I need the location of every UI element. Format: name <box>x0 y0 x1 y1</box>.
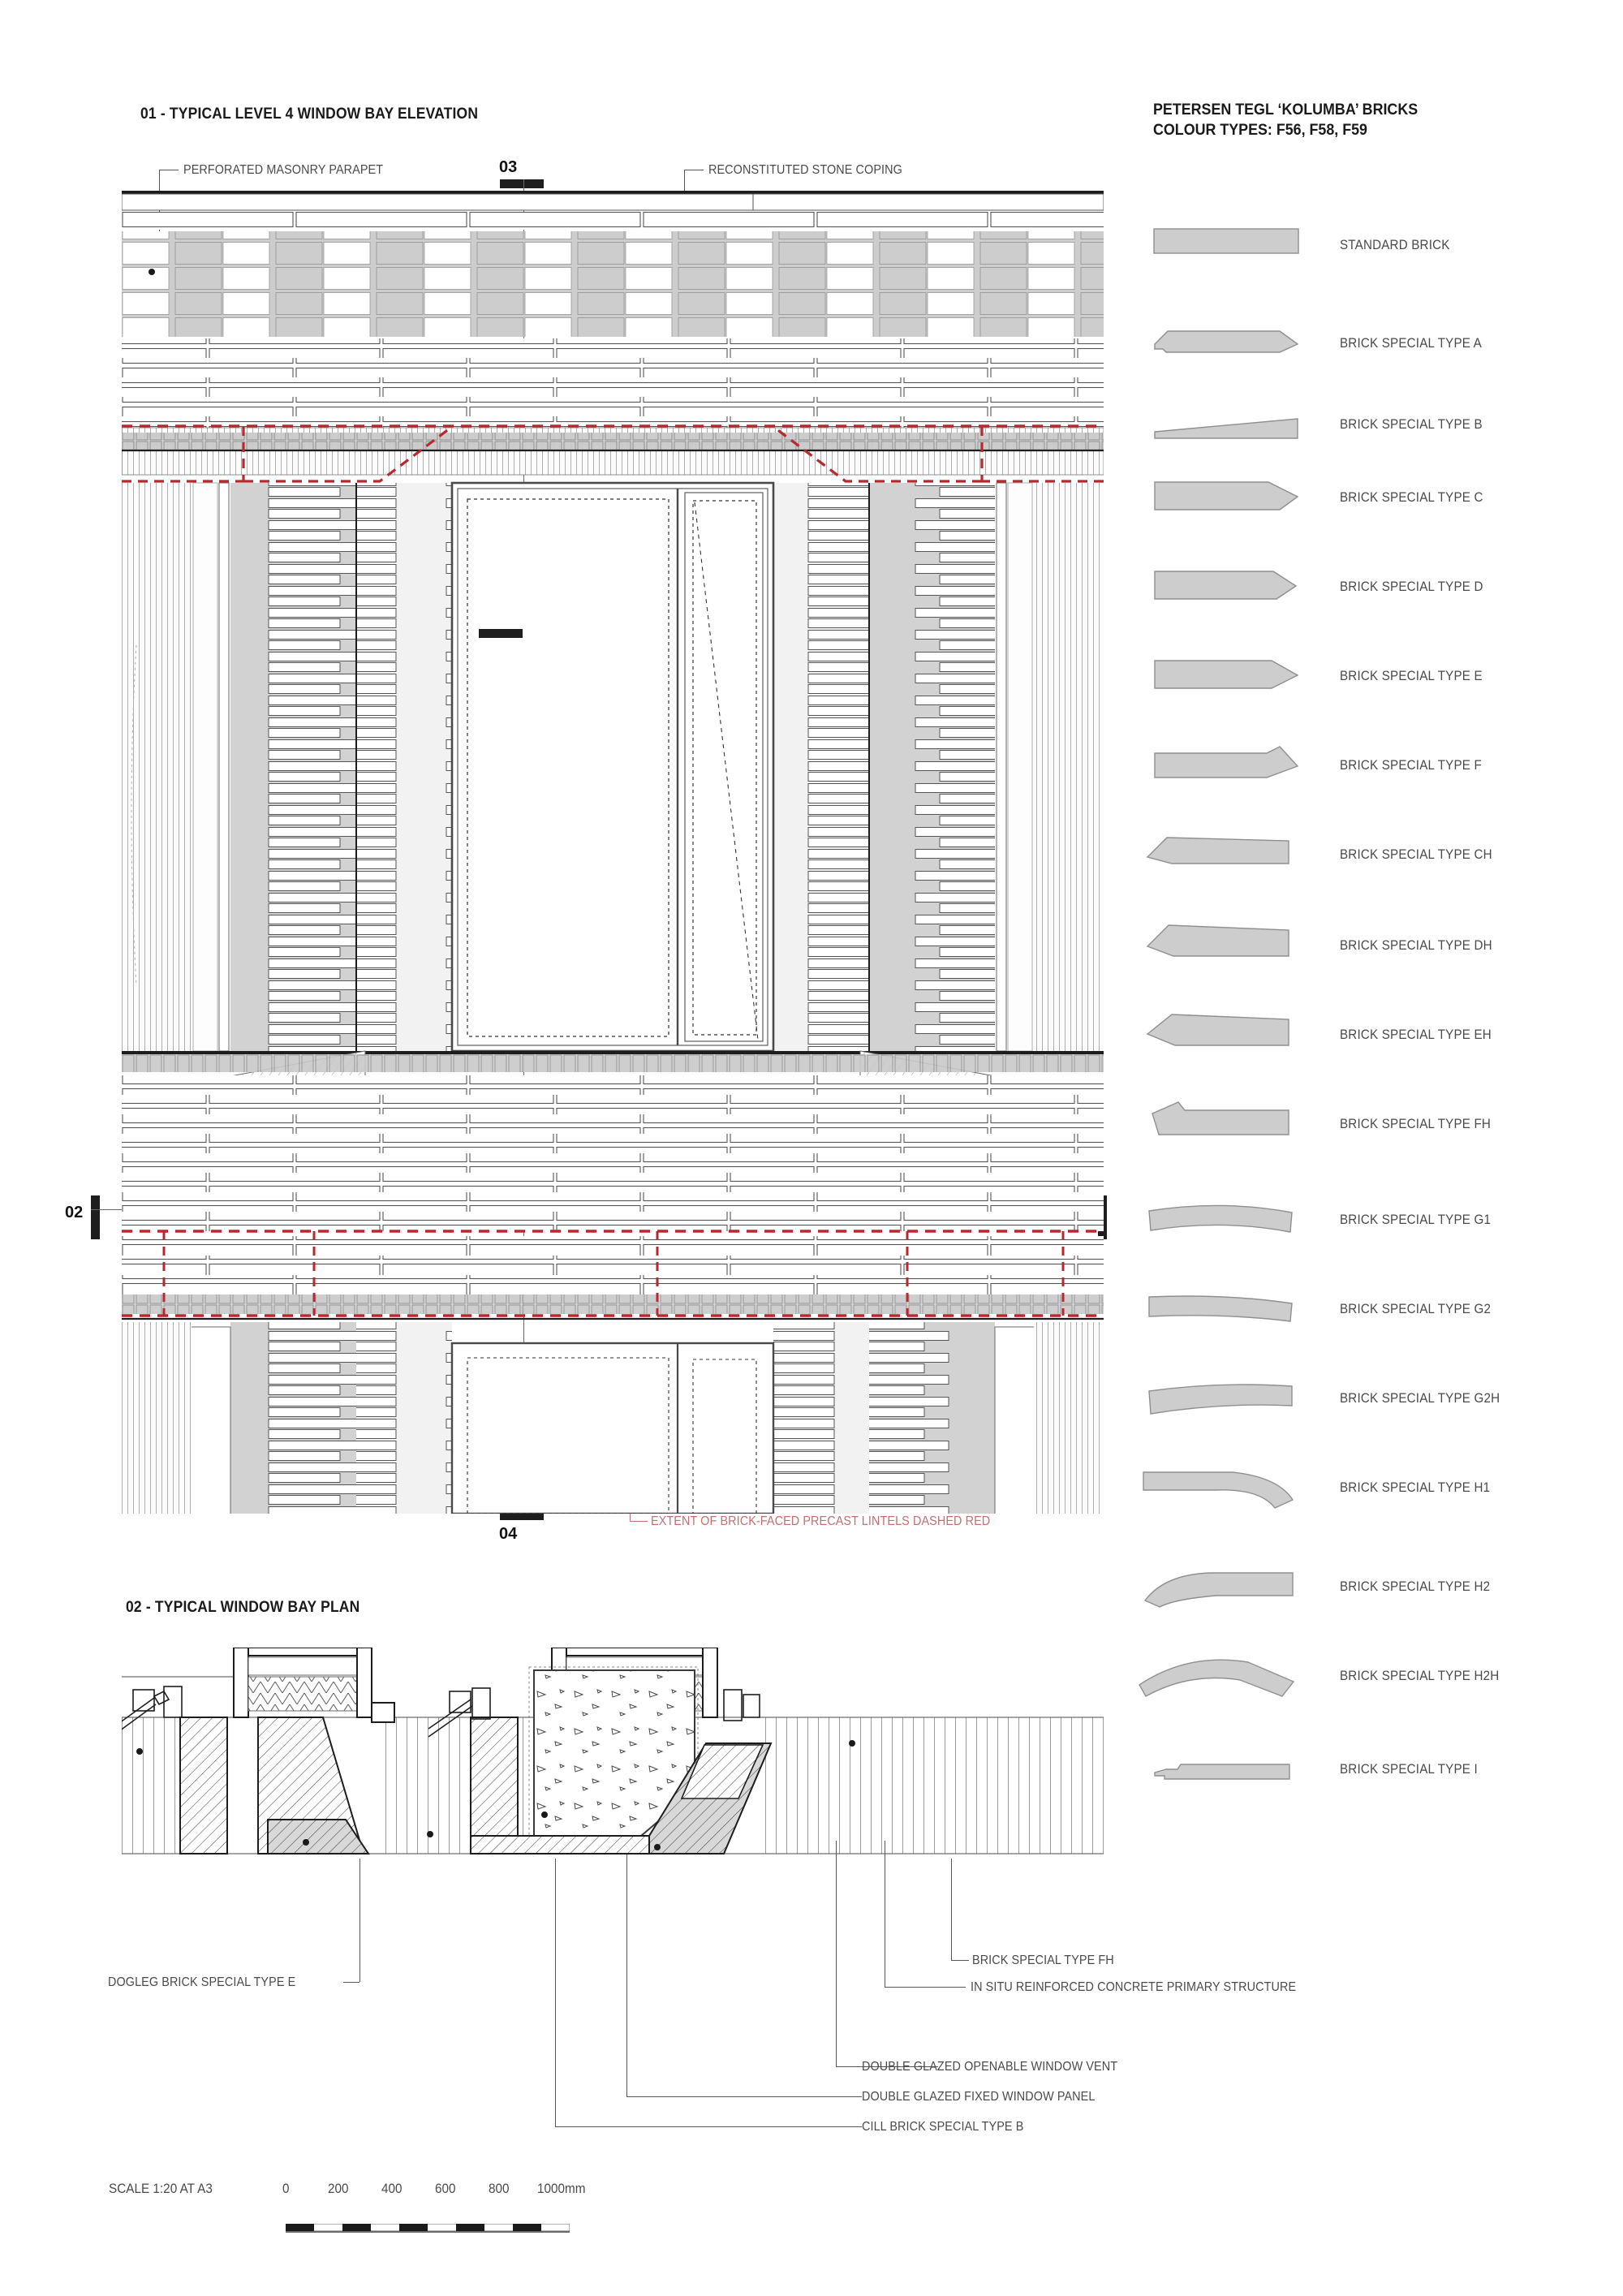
legend-label-dh: BRICK SPECIAL TYPE DH <box>1340 938 1492 953</box>
legend-label-a: BRICK SPECIAL TYPE A <box>1340 336 1482 351</box>
legend-label-eh: BRICK SPECIAL TYPE EH <box>1340 1027 1492 1042</box>
leader-cill-vert <box>555 1859 556 2126</box>
legend-label-h2h: BRICK SPECIAL TYPE H2H <box>1340 1669 1500 1683</box>
legend-swatch-h1 <box>1142 1467 1300 1511</box>
leader-dogleg-horiz <box>343 1982 359 1983</box>
legend-label-fh: BRICK SPECIAL TYPE FH <box>1340 1117 1492 1131</box>
section-flag-04 <box>500 1511 544 1520</box>
leader-vent-vert <box>836 1841 837 2066</box>
legend-swatch-b <box>1153 414 1299 445</box>
legend-label-c: BRICK SPECIAL TYPE C <box>1340 490 1483 505</box>
scale-label: SCALE 1:20 AT A3 <box>109 2181 213 2196</box>
legend-swatch-h2 <box>1142 1566 1300 1610</box>
legend-swatch-c <box>1153 476 1299 511</box>
section-flag-03 <box>500 179 544 188</box>
callout-perforated-masonry-parapet: PERFORATED MASONRY PARAPET <box>183 163 384 177</box>
legend-label-h2: BRICK SPECIAL TYPE H2 <box>1340 1579 1491 1594</box>
callout-reconstituted-stone-coping: RECONSTITUTED STONE COPING <box>708 163 902 177</box>
legend-swatch-f <box>1153 743 1299 779</box>
legend-swatch-a <box>1153 325 1299 355</box>
legend-heading-line2: COLOUR TYPES: F56, F58, F59 <box>1153 122 1367 139</box>
legend-label-b: BRICK SPECIAL TYPE B <box>1340 417 1483 432</box>
callout-dogleg-brick-special-type-e: DOGLEG BRICK SPECIAL TYPE E <box>108 1975 296 1989</box>
leader-coping-vert <box>684 170 685 201</box>
scale-tick-400: 400 <box>381 2181 403 2196</box>
leader-cill-horiz <box>555 2126 862 2127</box>
legend-label-h1: BRICK SPECIAL TYPE H1 <box>1340 1480 1491 1495</box>
scale-tick-200: 200 <box>328 2181 349 2196</box>
legend-label-e: BRICK SPECIAL TYPE E <box>1340 669 1483 683</box>
legend-swatch-ch <box>1146 833 1292 868</box>
leader-concrete-horiz <box>885 1987 966 1988</box>
legend-label-f: BRICK SPECIAL TYPE F <box>1340 758 1482 773</box>
legend-swatch-h2h <box>1138 1654 1300 1699</box>
legend-label-ch: BRICK SPECIAL TYPE CH <box>1340 847 1492 862</box>
plan-title: 02 - TYPICAL WINDOW BAY PLAN <box>126 1599 360 1616</box>
legend-swatch-fh <box>1146 1101 1292 1139</box>
leader-fixed-horiz <box>626 2096 862 2097</box>
legend-swatch-dh <box>1146 922 1292 961</box>
legend-label-g2: BRICK SPECIAL TYPE G2 <box>1340 1302 1492 1316</box>
legend-label-g1: BRICK SPECIAL TYPE G1 <box>1340 1213 1492 1227</box>
leader-fh-vert <box>951 1859 952 1960</box>
callout-brick-special-type-fh: BRICK SPECIAL TYPE FH <box>972 1954 1114 1967</box>
legend-label-i: BRICK SPECIAL TYPE I <box>1340 1762 1478 1777</box>
legend-label-standard: STANDARD BRICK <box>1340 238 1450 252</box>
leader-dogleg-vert <box>359 1859 360 1982</box>
plan-drawing <box>122 1648 1104 1891</box>
legend-swatch-eh <box>1146 1011 1292 1050</box>
callout-double-glazed-fixed-panel: DOUBLE GLAZED FIXED WINDOW PANEL <box>862 2090 1096 2104</box>
elevation-title: 01 - TYPICAL LEVEL 4 WINDOW BAY ELEVATIO… <box>140 106 479 123</box>
scale-bar <box>286 2224 570 2235</box>
scale-tick-600: 600 <box>435 2181 456 2196</box>
section-marker-03: 03 <box>499 158 518 176</box>
legend-swatch-i <box>1153 1761 1299 1786</box>
legend-swatch-e <box>1153 654 1299 690</box>
legend-swatch-d <box>1153 565 1299 601</box>
section-flag-02-left <box>91 1195 100 1239</box>
section-marker-04: 04 <box>499 1525 518 1543</box>
scale-tick-1000: 1000mm <box>537 2181 586 2196</box>
legend-heading-line1: PETERSEN TEGL ‘KOLUMBA’ BRICKS <box>1153 101 1419 118</box>
elevation-drawing <box>122 191 1104 1514</box>
legend-label-g2h: BRICK SPECIAL TYPE G2H <box>1340 1391 1500 1406</box>
section-marker-02-left: 02 <box>65 1204 84 1221</box>
callout-double-glazed-openable-vent: DOUBLE GLAZED OPENABLE WINDOW VENT <box>862 2060 1118 2074</box>
leader-lintels-horiz <box>630 1521 648 1522</box>
scale-tick-800: 800 <box>489 2181 510 2196</box>
leader-fh-horiz <box>951 1960 969 1961</box>
legend-swatch-g2 <box>1146 1290 1300 1331</box>
legend-swatch-g2h <box>1146 1380 1300 1420</box>
legend-swatch-g1 <box>1146 1201 1300 1242</box>
callout-cill-brick-special-type-b: CILL BRICK SPECIAL TYPE B <box>862 2120 1024 2134</box>
legend-swatch-standard <box>1153 226 1299 256</box>
callout-in-situ-concrete: IN SITU REINFORCED CONCRETE PRIMARY STRU… <box>971 1980 1297 1994</box>
leader-vent-horiz <box>836 2066 938 2067</box>
leader-fixed-vert <box>626 1854 627 2096</box>
scale-tick-0: 0 <box>282 2181 290 2196</box>
legend-label-d: BRICK SPECIAL TYPE D <box>1340 579 1483 594</box>
callout-extent-precast-lintels: EXTENT OF BRICK-FACED PRECAST LINTELS DA… <box>651 1514 991 1528</box>
